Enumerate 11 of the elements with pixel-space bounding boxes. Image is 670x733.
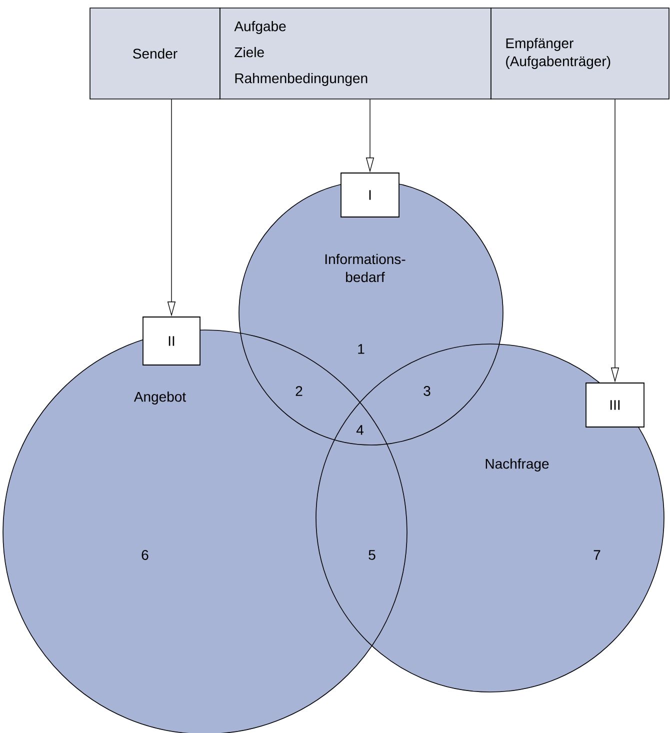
region-number: 3 <box>424 386 430 396</box>
region-number: 7 <box>594 550 600 560</box>
region-number: 5 <box>368 550 376 560</box>
region-number: 6 <box>142 550 148 560</box>
region-number: 4 <box>356 425 364 435</box>
header-box: Sender <box>90 8 220 100</box>
region-number: 2 <box>296 386 302 396</box>
header-box: Empfänger (Aufgabenträger) <box>490 8 670 100</box>
numeral-box: I <box>340 172 400 218</box>
numeral-box: II <box>142 316 200 366</box>
region-number: 1 <box>358 344 364 354</box>
